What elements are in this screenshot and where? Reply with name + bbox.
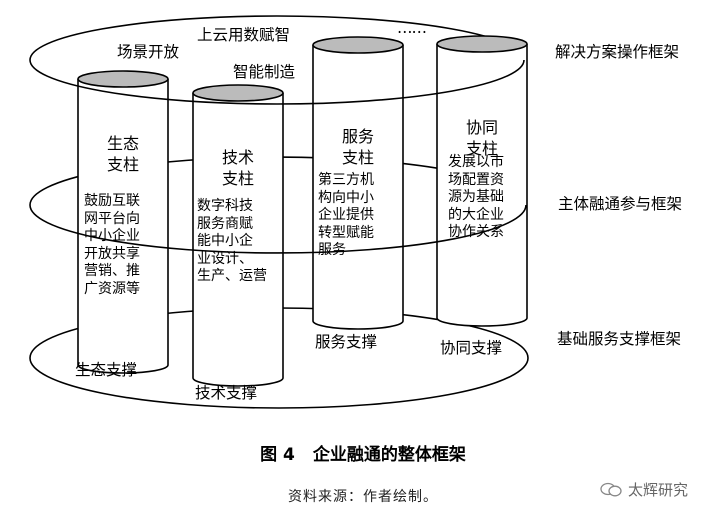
source-note: 资料来源：作者绘制。 [288, 489, 438, 505]
tag-more: …… [397, 19, 427, 37]
watermark-text: 太辉研究 [628, 481, 689, 499]
pillar-1-base-label: 生态支撑 [75, 361, 138, 379]
chat-bubble-icon [600, 482, 622, 498]
figure-title: 企业融通的整体框架 [312, 445, 466, 465]
pillar-cylinder-1 [77, 70, 169, 374]
tag-smart-manufacturing: 智能制造 [233, 63, 296, 81]
pillar-cylinder-3 [312, 36, 404, 330]
pillar-4-body: 发展以市场配置资源为基础 的大企业协作关系 [448, 154, 504, 240]
framework-label-bottom: 基础服务支撑框架 [557, 330, 682, 348]
pillar-1-title: 生态支柱 [106, 134, 139, 174]
pillar-4-title: 协同支柱 [465, 118, 498, 158]
top-ellipse-front [29, 59, 525, 105]
figure-number: 图 4 [260, 445, 295, 465]
figure-caption: 图 4 企业融通的整体框架 [0, 440, 726, 465]
watermark: 太辉研究 [600, 479, 688, 500]
pillar-2-body: 数字科技服务商赋能中小企 业设计、生产、运营 [197, 198, 267, 284]
pillar-3-base-label: 服务支撑 [315, 333, 378, 351]
framework-label-top: 解决方案操作框架 [555, 43, 680, 61]
pillar-1-body: 鼓励互联网平台向中小企业 开放共享营销、推广资源等 [84, 193, 140, 297]
pillar-cylinder-4 [436, 35, 528, 327]
bottom-ellipse-front [29, 357, 529, 409]
pillar-4-base-label: 协同支撑 [440, 339, 503, 357]
tag-cloud-data: 上云用数赋智 [197, 26, 291, 44]
pillar-cylinder-2 [192, 84, 284, 387]
framework-label-middle: 主体融通参与框架 [558, 195, 683, 213]
pillar-2-base-label: 技术支撑 [195, 384, 258, 402]
middle-ellipse-front [29, 204, 527, 254]
pillar-3-body: 第三方机构向中小企业提供 转型赋能服务 [318, 172, 374, 258]
pillar-3-title: 服务支柱 [341, 127, 374, 167]
tag-scenario-open: 场景开放 [117, 43, 180, 61]
pillar-2-title: 技术支柱 [221, 148, 254, 188]
